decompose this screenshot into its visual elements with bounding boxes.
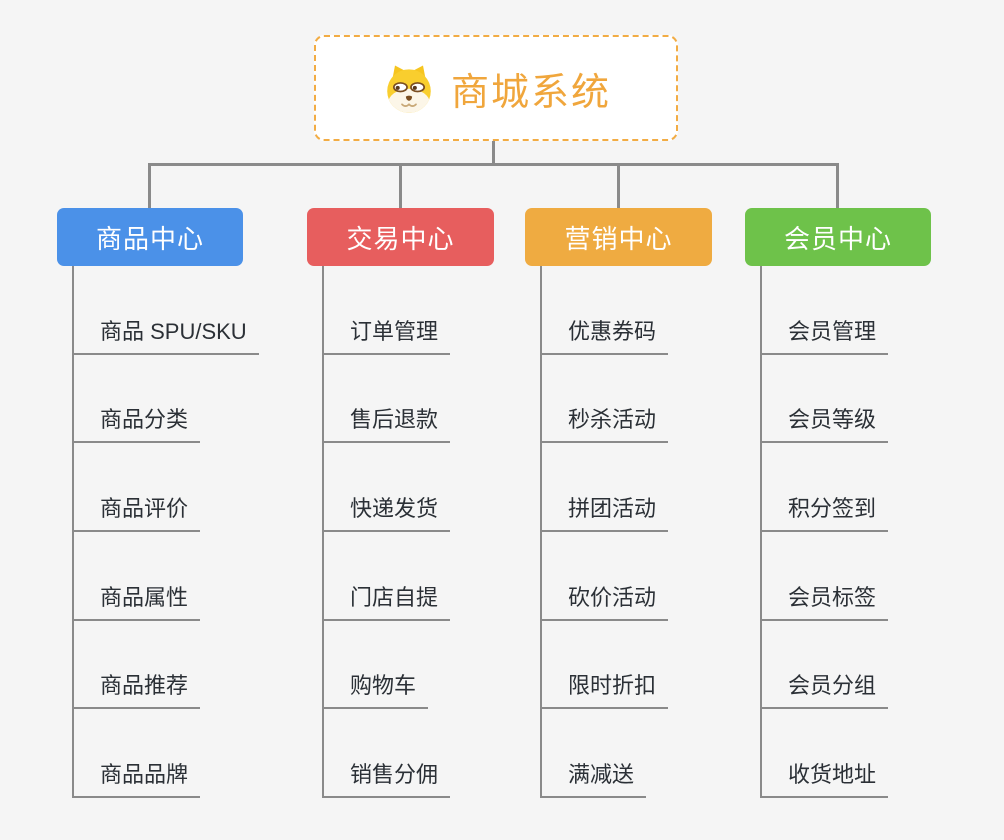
branch-label: 商品中心 [95,223,204,254]
leaf-item: 商品分类 [72,355,322,444]
leaf-list: 订单管理售后退款快递发货门店自提购物车销售分佣 [322,266,572,799]
leaf-label[interactable]: 商品属性 [72,580,201,621]
leaf-item: 满减送 [540,709,790,799]
branch-header[interactable]: 交易中心 [307,208,494,266]
leaf-label[interactable]: 商品品牌 [72,757,201,799]
leaf-label[interactable]: 售后退款 [322,402,451,444]
leaf-item: 门店自提 [322,532,572,621]
leaf-item: 收货地址 [760,709,1004,799]
leaf-label[interactable]: 限时折扣 [540,668,669,710]
leaf-item: 销售分佣 [322,709,572,799]
leaf-label[interactable]: 商品 SPU/SKU [72,314,259,355]
branch-label: 营销中心 [564,223,673,254]
root-title: 商城系统 [450,71,611,114]
leaf-item: 砍价活动 [540,532,790,621]
branch-header[interactable]: 会员中心 [745,208,931,266]
branch-header[interactable]: 商品中心 [57,208,243,266]
connector-drop [617,166,620,208]
leaf-item: 优惠券码 [540,266,790,355]
branch-label: 会员中心 [783,223,892,254]
leaf-item: 商品 SPU/SKU [72,266,322,355]
leaf-item: 商品评价 [72,443,322,533]
branch-marketing-center: 营销中心 优惠券码秒杀活动拼团活动砍价活动限时折扣满减送 [525,208,712,799]
root-node[interactable]: 商城系统 [314,35,678,141]
leaf-label[interactable]: 会员管理 [760,314,889,355]
leaf-label[interactable]: 商品分类 [72,402,201,444]
leaf-list: 优惠券码秒杀活动拼团活动砍价活动限时折扣满减送 [540,266,790,799]
leaf-item: 商品推荐 [72,621,322,710]
leaf-item: 会员分组 [760,621,1004,710]
branch-trade-center: 交易中心 订单管理售后退款快递发货门店自提购物车销售分佣 [307,208,494,799]
leaf-label[interactable]: 订单管理 [322,314,451,355]
connector-bus [148,163,839,166]
leaf-list: 商品 SPU/SKU 商品分类商品评价商品属性商品推荐商品品牌 [72,266,322,799]
leaf-label[interactable]: 满减送 [540,757,647,799]
branch-member-center: 会员中心 会员管理会员等级积分签到会员标签会员分组收货地址 [745,208,931,799]
leaf-label[interactable]: 秒杀活动 [540,402,669,444]
leaf-item: 售后退款 [322,355,572,444]
connector-drop [399,166,402,208]
leaf-label[interactable]: 会员标签 [760,580,889,621]
leaf-item: 快递发货 [322,443,572,533]
leaf-list: 会员管理会员等级积分签到会员标签会员分组收货地址 [760,266,1004,799]
leaf-item: 订单管理 [322,266,572,355]
dog-icon [387,65,431,113]
leaf-label[interactable]: 收货地址 [760,757,889,799]
branch-label: 交易中心 [346,223,455,254]
leaf-item: 会员管理 [760,266,1004,355]
leaf-item: 秒杀活动 [540,355,790,444]
leaf-item: 积分签到 [760,443,1004,533]
connector-root-stem [492,141,495,164]
leaf-label[interactable]: 砍价活动 [540,580,669,621]
leaf-item: 商品属性 [72,532,322,621]
leaf-item: 商品品牌 [72,709,322,799]
leaf-label[interactable]: 拼团活动 [540,491,669,533]
leaf-label[interactable]: 门店自提 [322,580,451,621]
leaf-label[interactable]: 快递发货 [322,491,451,533]
branch-product-center: 商品中心 商品 SPU/SKU 商品分类商品评价商品属性商品推荐商品品牌 [57,208,259,799]
leaf-item: 会员等级 [760,355,1004,444]
leaf-label[interactable]: 商品推荐 [72,668,201,710]
leaf-label[interactable]: 会员分组 [760,668,889,710]
leaf-label[interactable]: 销售分佣 [322,757,451,799]
leaf-item: 限时折扣 [540,621,790,710]
leaf-label[interactable]: 购物车 [322,668,429,710]
leaf-item: 购物车 [322,621,572,710]
leaf-label[interactable]: 会员等级 [760,402,889,444]
branch-header[interactable]: 营销中心 [525,208,712,266]
leaf-label[interactable]: 商品评价 [72,491,201,533]
connector-drop [148,166,151,208]
connector-drop [836,166,839,208]
leaf-item: 拼团活动 [540,443,790,533]
leaf-label[interactable]: 优惠券码 [540,314,669,355]
leaf-label[interactable]: 积分签到 [760,491,889,533]
leaf-item: 会员标签 [760,532,1004,621]
